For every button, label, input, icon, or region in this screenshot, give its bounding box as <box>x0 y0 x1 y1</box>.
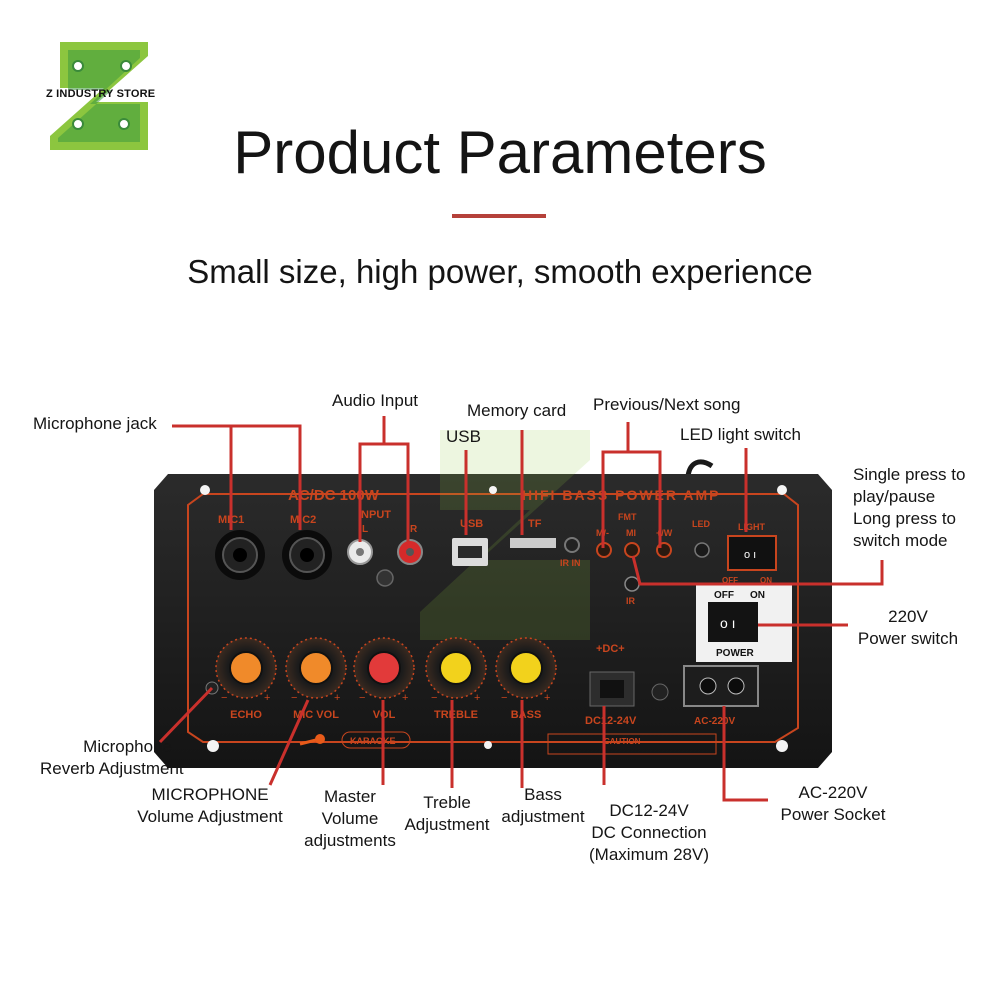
label-reverb: Microphone Reverb Adjustment <box>40 737 184 778</box>
prev-next-bracket <box>601 450 662 548</box>
label-master: Master Volume adjustments <box>304 787 396 850</box>
svg-text:−: − <box>221 692 227 704</box>
svg-text:+: + <box>402 692 408 704</box>
light-off-label: OFF <box>722 576 738 585</box>
tf-slot-icon <box>510 538 556 548</box>
fmt-label: FMT <box>618 512 637 522</box>
ac-panel-label: AC-220V <box>694 716 735 727</box>
power-label: POWER <box>716 648 755 659</box>
ir-label: IR <box>626 596 636 606</box>
mount-holes <box>200 485 788 752</box>
mic-jack-line <box>172 424 233 530</box>
dc-polarity-label: +DC+ <box>596 643 625 655</box>
brand-name: Z INDUSTRY STORE <box>46 88 156 100</box>
svg-text:−: − <box>501 692 507 704</box>
watermark-logo <box>420 430 590 640</box>
knob-mic-vol-icon[interactable]: − + MIC VOL <box>285 637 347 721</box>
page-subtitle: Small size, high power, smooth experienc… <box>187 253 813 290</box>
label-mic-jack: Microphone jack <box>33 414 157 433</box>
label-power-switch: 220V Power switch <box>857 607 959 648</box>
input-r-label: R <box>410 524 418 535</box>
power-on-label: ON <box>750 590 765 601</box>
next-label: +/W <box>656 528 673 538</box>
mic2-jack-icon <box>282 530 332 580</box>
label-single-press: Single press to play/pause Long press to… <box>853 465 966 550</box>
input-label: INPUT <box>358 509 391 521</box>
panel-brand-line: AC/DC 100W <box>288 487 380 504</box>
single-press-line <box>631 555 884 586</box>
label-audio-input: Audio Input <box>332 391 419 410</box>
label-usb: USB <box>446 427 481 446</box>
light-switch-icon: o ı <box>727 535 777 571</box>
label-memory-card: Memory card <box>467 401 567 420</box>
knob-label: MIC VOL <box>293 709 339 721</box>
audio-input-bracket <box>358 442 410 542</box>
label-dc: DC12-24V DC Connection (Maximum 28V) <box>589 801 709 864</box>
knob-label: BASS <box>511 709 542 721</box>
knob-echo-icon[interactable]: − +ECHO <box>215 637 277 721</box>
light-label: LIGHT <box>738 522 765 532</box>
label-mic-volume: MICROPHONE Volume Adjustment <box>137 785 283 826</box>
light-on-label: ON <box>760 576 772 585</box>
caution-label: CAUTION <box>604 737 641 746</box>
aux-jack-icon <box>376 569 394 587</box>
input-l-label: L <box>362 524 368 535</box>
dc-panel-label: DC12-24V <box>585 715 637 727</box>
led-label: LED <box>692 519 711 529</box>
fuse-icon <box>651 683 669 701</box>
svg-text:+: + <box>474 692 480 704</box>
svg-text:−: − <box>431 692 437 704</box>
ir-in-label: IR IN <box>560 558 581 568</box>
svg-text:+: + <box>334 692 340 704</box>
power-off-label: OFF <box>714 590 734 601</box>
svg-text:o ı: o ı <box>744 549 756 561</box>
label-bass: Bass adjustment <box>501 785 585 826</box>
tf-label: TF <box>528 518 542 530</box>
z-logo-icon <box>50 42 148 150</box>
knob-label: ECHO <box>230 709 262 721</box>
led-cable <box>685 459 714 477</box>
page-title: Product Parameters <box>233 119 767 186</box>
karaoke-mic-icon <box>299 734 325 746</box>
title-divider <box>452 214 546 218</box>
label-ac: AC-220V Power Socket <box>780 783 886 824</box>
ac-socket-icon <box>683 665 759 707</box>
karaoke-badge <box>341 731 411 749</box>
caution-box <box>547 733 717 755</box>
svg-text:o ı: o ı <box>720 615 736 631</box>
ac-line <box>722 706 768 802</box>
reverb-line <box>158 686 214 744</box>
ir-in-jack-icon <box>564 537 580 553</box>
svg-text:+: + <box>544 692 550 704</box>
dc-connector-icon <box>589 671 635 707</box>
led-icon <box>694 542 710 558</box>
label-prev-next: Previous/Next song <box>593 395 741 414</box>
karaoke-label: KARAOKE <box>350 736 396 746</box>
power-switch-icon: o ı <box>708 602 758 642</box>
play-label: MI <box>626 528 636 538</box>
panel-outline <box>187 493 799 743</box>
mic-volume-line <box>268 699 310 786</box>
svg-text:−: − <box>359 692 365 704</box>
usb-port-icon <box>452 538 488 566</box>
panel-product-line: HIFI BASS POWER AMP <box>522 487 721 503</box>
svg-text:−: − <box>291 692 297 704</box>
knob-treble-icon[interactable]: − + TREBLE <box>425 637 487 721</box>
knob-bass-icon[interactable]: − +BASS <box>495 637 557 721</box>
knob-label: TREBLE <box>434 709 478 721</box>
mic1-jack-icon <box>215 530 265 580</box>
label-led-switch: LED light switch <box>680 425 801 444</box>
rca-right-icon <box>397 539 423 565</box>
mic2-label: MIC2 <box>290 514 316 526</box>
svg-text:+: + <box>264 692 270 704</box>
knob-vol-icon[interactable]: −+VOL <box>353 637 415 721</box>
label-treble: Treble Adjustment <box>404 793 490 834</box>
mic-jack-line-2 <box>231 424 302 530</box>
